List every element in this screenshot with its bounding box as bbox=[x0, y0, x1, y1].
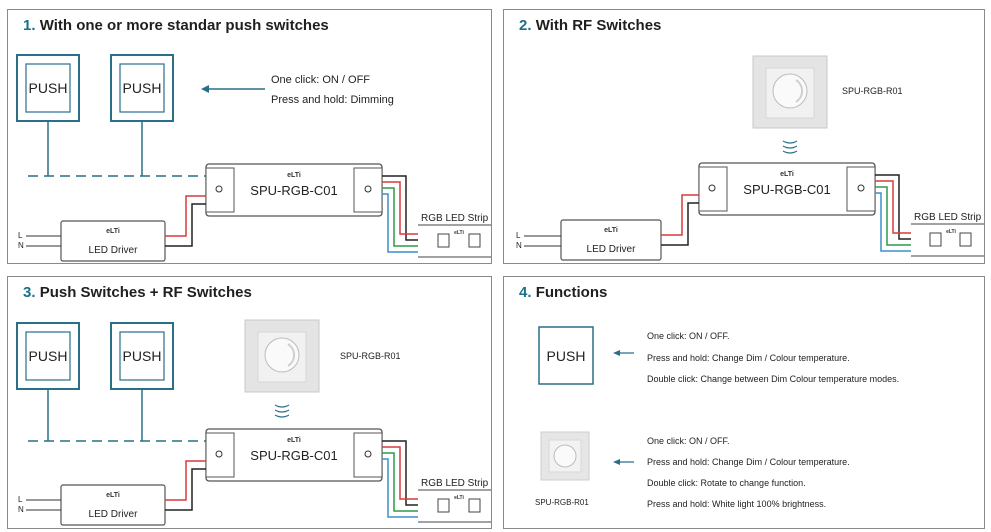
mains-n-label: N bbox=[516, 241, 522, 250]
mains-l-label: L bbox=[516, 231, 521, 240]
wiring-diagram-1: PUSH PUSH One click: ON / OFF Press and … bbox=[16, 54, 491, 262]
push-switch-label: PUSH bbox=[123, 348, 162, 364]
panel-push-switches: 1. With one or more standar push switche… bbox=[7, 9, 492, 264]
remote-model-label: SPU-RGB-R01 bbox=[535, 498, 589, 507]
driver-label: LED Driver bbox=[89, 245, 139, 256]
signal-icon bbox=[274, 404, 290, 408]
driver-label: LED Driver bbox=[587, 244, 637, 255]
remote-model-label: SPU-RGB-R01 bbox=[842, 86, 903, 96]
push-switch-frame bbox=[538, 326, 594, 385]
driver-brand: eLTi bbox=[106, 492, 120, 499]
pointer-arrow bbox=[613, 459, 620, 465]
led-driver-box bbox=[60, 484, 166, 526]
driver-brand: eLTi bbox=[106, 228, 120, 235]
push-switch-label: PUSH bbox=[29, 80, 68, 96]
driver-label: LED Driver bbox=[89, 509, 139, 520]
controller-brand: eLTi bbox=[780, 171, 794, 178]
strip-label: RGB LED Strip bbox=[421, 213, 489, 224]
led-driver-box bbox=[60, 220, 166, 262]
mains-n-label: N bbox=[18, 241, 24, 250]
controller-model: SPU-RGB-C01 bbox=[250, 183, 337, 198]
wiring-diagram-2: SPU-RGB-R01 eLTi SPU-RGB-C01 eLTi LED Dr… bbox=[516, 55, 984, 261]
push-function-line: Double click: Change between Dim Colour … bbox=[647, 374, 899, 384]
controller-model: SPU-RGB-C01 bbox=[250, 448, 337, 463]
remote-function-line: Double click: Rotate to change function. bbox=[647, 478, 806, 488]
mains-l-label: L bbox=[18, 231, 23, 240]
remote-function-line: One click: ON / OFF. bbox=[647, 436, 730, 446]
led-driver-box bbox=[560, 219, 662, 261]
pointer-arrow bbox=[613, 350, 620, 356]
panel-title: 4. Functions bbox=[519, 284, 608, 301]
panel-title: 1. With one or more standar push switche… bbox=[23, 17, 329, 34]
panel-rf-switches: 2. With RF Switches SPU-RGB-R01 eLTi SPU… bbox=[503, 9, 985, 264]
functions-diagram: PUSH One click: ON / OFF. Press and hold… bbox=[535, 326, 899, 509]
strip-brand: eLTi bbox=[454, 495, 464, 501]
push-switch-label: PUSH bbox=[29, 348, 68, 364]
controller-brand: eLTi bbox=[287, 172, 301, 179]
strip-label: RGB LED Strip bbox=[914, 212, 982, 223]
panel-push-plus-rf: 3. Push Switches + RF Switches PUSH PUSH… bbox=[7, 276, 492, 529]
function-note: One click: ON / OFF bbox=[271, 74, 370, 86]
controller-brand: eLTi bbox=[287, 437, 301, 444]
push-function-line: One click: ON / OFF. bbox=[647, 331, 730, 341]
function-note: Press and hold: Dimming bbox=[271, 94, 394, 106]
push-switch-label: PUSH bbox=[547, 348, 586, 364]
mains-n-label: N bbox=[18, 505, 24, 514]
push-switch-label: PUSH bbox=[123, 80, 162, 96]
strip-brand: eLTi bbox=[946, 229, 956, 235]
wiring-diagram-3: PUSH PUSH SPU-RGB-R01 eLTi SPU-RGB-C01 e… bbox=[16, 319, 491, 526]
signal-icon bbox=[782, 140, 798, 144]
strip-brand: eLTi bbox=[454, 230, 464, 236]
remote-function-line: Press and hold: Change Dim / Colour temp… bbox=[647, 457, 850, 467]
panel-functions: 4. Functions PUSH One click: ON / OFF. P… bbox=[503, 276, 985, 529]
panel-title: 3. Push Switches + RF Switches bbox=[23, 284, 252, 301]
controller-model: SPU-RGB-C01 bbox=[743, 182, 830, 197]
strip-label: RGB LED Strip bbox=[421, 478, 489, 489]
panel-title: 2. With RF Switches bbox=[519, 17, 662, 34]
remote-function-line: Press and hold: White light 100% brightn… bbox=[647, 499, 826, 509]
mains-l-label: L bbox=[18, 495, 23, 504]
driver-brand: eLTi bbox=[604, 227, 618, 234]
remote-model-label: SPU-RGB-R01 bbox=[340, 351, 401, 361]
push-function-line: Press and hold: Change Dim / Colour temp… bbox=[647, 353, 850, 363]
